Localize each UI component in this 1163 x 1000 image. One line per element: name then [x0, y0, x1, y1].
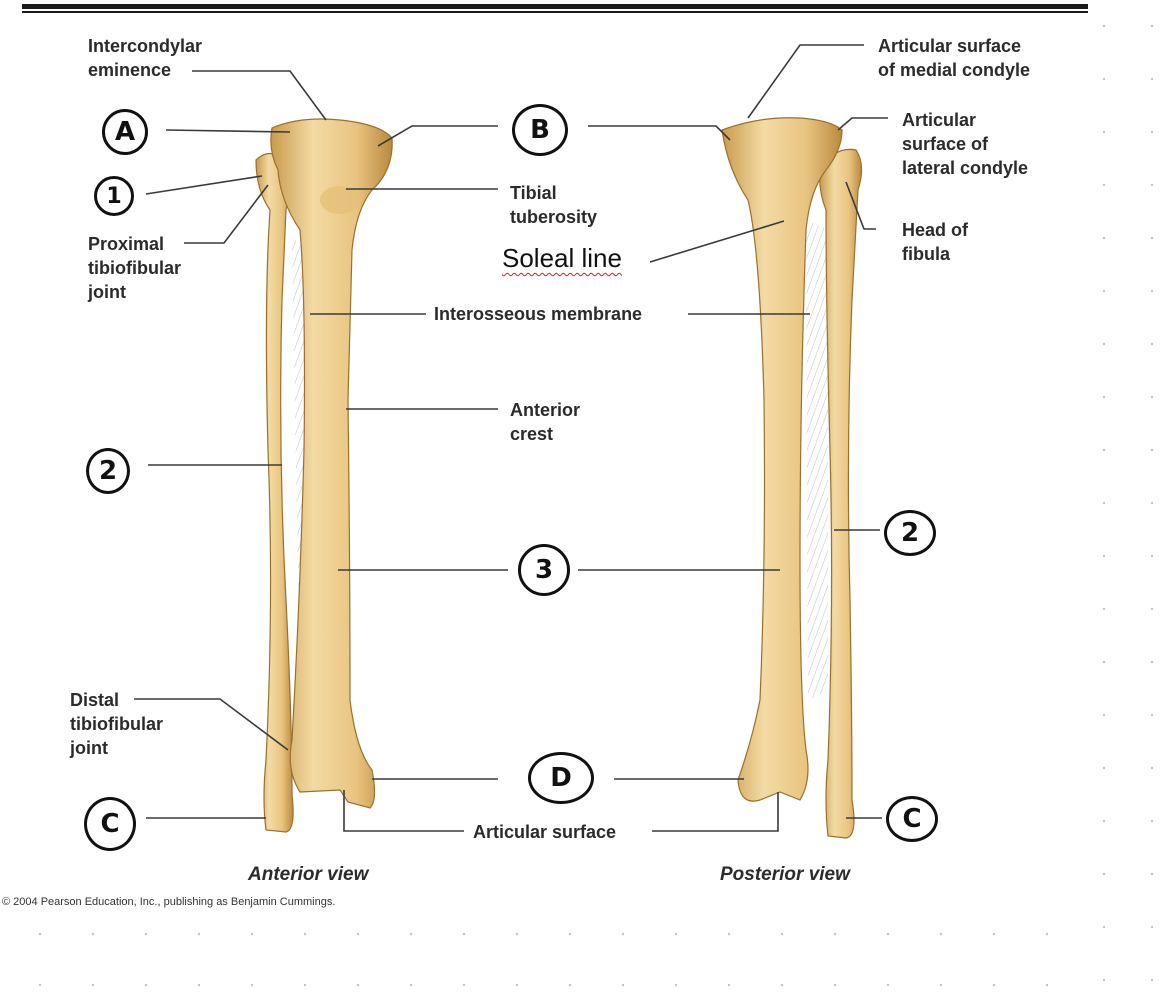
label-tibial-tuberosity: Tibial tuberosity [510, 183, 598, 227]
marker-2-right: 2 [884, 510, 936, 556]
label-distal-tibiofibular-joint: Distal tibiofibular joint [70, 690, 163, 758]
marker-3: 3 [518, 544, 570, 596]
tibia-anterior [270, 118, 393, 809]
top-rule-thick [22, 4, 1088, 9]
marker-d: D [528, 752, 594, 804]
label-articular-surface-lateral-condyle: Articular surface of lateral condyle [902, 110, 1029, 178]
top-rule-thin [22, 11, 1088, 13]
marker-c-right: C [886, 796, 938, 842]
leader-lines [134, 44, 888, 832]
label-proximal-tibiofibular-joint: Proximal tibiofibular joint [88, 234, 181, 302]
marker-1: 1 [94, 176, 134, 216]
fibula-posterior [819, 148, 863, 839]
copyright-notice: © 2004 Pearson Education, Inc., publishi… [2, 896, 336, 908]
label-anterior-crest: Anterior crest [510, 400, 581, 444]
label-articular-surface: Articular surface [473, 822, 617, 842]
caption-posterior-view: Posterior view [720, 864, 850, 885]
label-soleal-line: Soleal line [502, 243, 622, 273]
marker-b: B [512, 104, 568, 156]
posterior-view-bones [721, 117, 863, 839]
anterior-view-bones [255, 118, 393, 833]
caption-anterior-view: Anterior view [248, 864, 369, 885]
tibia-posterior [721, 117, 843, 802]
marker-a: A [102, 109, 148, 155]
interosseous-membrane-posterior [806, 220, 828, 700]
fibula-anterior [255, 152, 294, 833]
marker-2-left: 2 [86, 448, 130, 494]
marker-c-left: C [84, 797, 136, 851]
label-articular-surface-medial-condyle: Articular surface of medial condyle [878, 36, 1031, 80]
label-head-of-fibula: Head of fibula [902, 220, 969, 264]
label-interosseous-membrane: Interosseous membrane [434, 304, 643, 324]
label-intercondylar-eminence: Intercondylar eminence [88, 36, 203, 80]
